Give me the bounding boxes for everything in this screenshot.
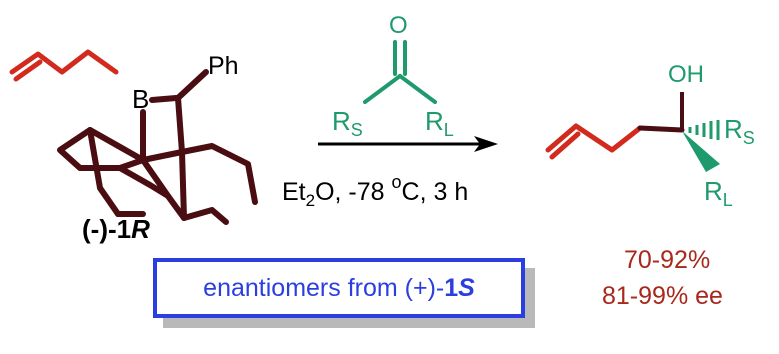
callout-prefix: enantiomers from xyxy=(203,273,405,302)
callout-config: S xyxy=(458,273,475,302)
ketone-oxygen-label: O xyxy=(389,12,408,39)
product-hydroxyl-label: OH xyxy=(668,61,704,88)
reagent-label-config: R xyxy=(131,214,150,244)
enantiomer-callout: enantiomers from (+)-1S xyxy=(153,258,543,332)
product-wedge-bond xyxy=(682,131,720,172)
ketone-rs-label: RS xyxy=(332,106,363,140)
ketone-bonds xyxy=(363,40,437,104)
ee-range: 81-99% ee xyxy=(602,282,723,310)
reagent-label-number: 1 xyxy=(117,214,131,244)
product-allyl-chain xyxy=(545,123,643,160)
reaction-arrow xyxy=(318,136,498,152)
ketone-reactant: O RS RL xyxy=(332,12,454,140)
callout-compound-number: 1 xyxy=(444,273,459,302)
yield-range: 70-92% xyxy=(624,246,710,274)
callout-box: enantiomers from (+)-1S xyxy=(153,258,525,318)
callout-text: enantiomers from (+)-1S xyxy=(203,274,475,303)
reagent-bicyclic-cage xyxy=(57,69,258,225)
reaction-conditions: Et2O, -78 oC, 3 h xyxy=(282,172,468,210)
callout-sign: (+)- xyxy=(404,273,445,302)
product-carbinol-bond xyxy=(637,125,685,133)
reagent-allyl-group xyxy=(9,49,119,82)
product-rl-label: RL xyxy=(704,176,733,210)
product-rs-label: RS xyxy=(724,114,755,148)
product-hashed-bond xyxy=(688,120,720,140)
reagent-label-prefix: (-)- xyxy=(82,214,117,244)
homoallylic-alcohol-product: OH RS RL xyxy=(545,61,755,210)
boron-atom-label: B xyxy=(132,84,149,114)
phenyl-label: Ph xyxy=(208,52,239,80)
allylborane-reagent: B Ph (-)-1R xyxy=(9,49,258,244)
reagent-compound-label: (-)-1R xyxy=(82,214,150,244)
ketone-rl-label: RL xyxy=(425,106,454,140)
